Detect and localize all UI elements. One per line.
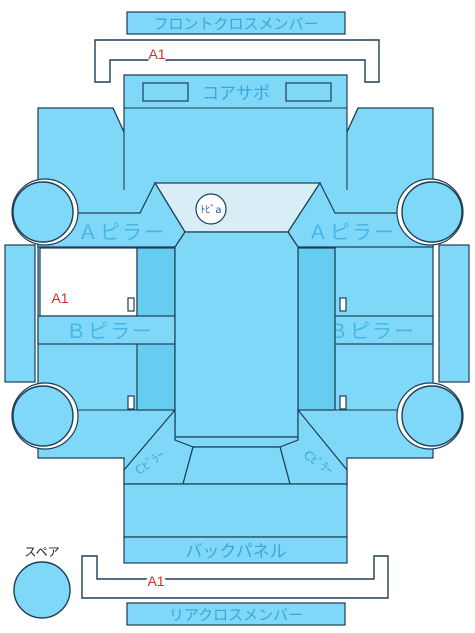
a-pillar-left-label: Ａピラー bbox=[78, 220, 166, 244]
badge-circle bbox=[195, 193, 227, 225]
back-panel-label: バックパネル bbox=[185, 542, 286, 562]
core-support-label: コアサポ bbox=[202, 84, 270, 104]
right-rear-door-handle bbox=[339, 395, 347, 410]
left-rear-door-handle bbox=[127, 395, 135, 410]
b-pillar-left-label: Ｂピラー bbox=[66, 319, 154, 343]
a-pillar-right-label: Ａピラー bbox=[308, 220, 396, 244]
rear-left-wheel[interactable] bbox=[12, 385, 74, 447]
front-bumper-outline[interactable] bbox=[94, 39, 380, 83]
roof[interactable] bbox=[174, 231, 299, 438]
front-right-wheel[interactable] bbox=[401, 181, 463, 243]
rear-right-wheel[interactable] bbox=[401, 385, 463, 447]
rear-cross-member[interactable] bbox=[126, 602, 346, 626]
right-side-sill[interactable] bbox=[438, 244, 470, 383]
b-pillar-left[interactable] bbox=[37, 315, 176, 345]
left-front-door-damaged[interactable] bbox=[39, 247, 138, 317]
left-side-sill[interactable] bbox=[4, 244, 36, 383]
right-rocker-strip[interactable] bbox=[297, 247, 336, 411]
spare-label: スペア bbox=[24, 545, 59, 559]
rear-bar-damage-mark: A1 bbox=[147, 573, 164, 589]
front-cross-member[interactable] bbox=[126, 11, 346, 35]
rear-bar-mark-bg bbox=[145, 574, 167, 596]
front-bar-mark-bg bbox=[146, 42, 168, 64]
right-front-door-handle bbox=[339, 297, 347, 312]
left-fender-seam bbox=[112, 107, 125, 190]
spare-tire[interactable] bbox=[13, 561, 71, 619]
right-fender-seam bbox=[346, 107, 359, 190]
badge-label: ﾄﾋﾞa bbox=[200, 204, 221, 216]
rear-glass[interactable] bbox=[182, 446, 291, 485]
rear-bumper-outline[interactable] bbox=[81, 555, 389, 599]
core-support-slot-left bbox=[142, 82, 189, 102]
front-left-wheel[interactable] bbox=[12, 181, 74, 243]
trunk-lid[interactable] bbox=[123, 483, 348, 538]
b-pillar-right-label: Ｂピラー bbox=[328, 319, 416, 343]
rear-roof-edge bbox=[174, 436, 299, 448]
core-support-slot-right bbox=[285, 82, 332, 102]
front-cross-member-label: フロントクロスメンバー bbox=[153, 15, 318, 33]
rear-cross-member-label: リアクロスメンバー bbox=[169, 606, 303, 624]
back-panel[interactable] bbox=[123, 536, 348, 564]
left-door-damage-mark: A1 bbox=[51, 290, 68, 306]
left-front-door-handle bbox=[127, 297, 135, 312]
front-bar-damage-mark: A1 bbox=[148, 46, 165, 62]
